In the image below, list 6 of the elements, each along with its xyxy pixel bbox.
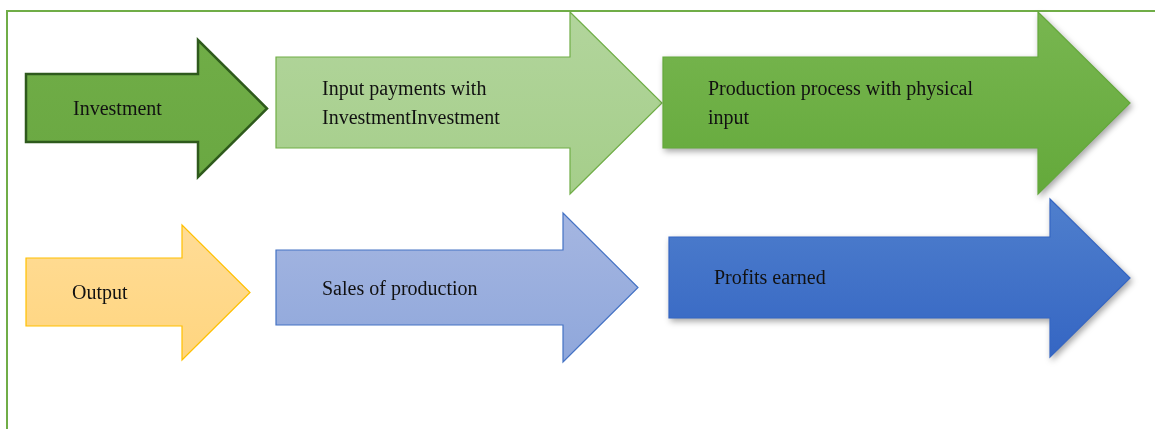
arrow-label: Output — [72, 280, 129, 306]
arrow-label: Profits earned — [714, 265, 827, 290]
arrow-label: Input payments with InvestmentInvestment — [322, 76, 501, 130]
arrow-label: Production process with physical input — [708, 76, 974, 131]
arrow-label: Investment — [73, 96, 163, 121]
arrow-label: Sales of production — [322, 276, 479, 302]
